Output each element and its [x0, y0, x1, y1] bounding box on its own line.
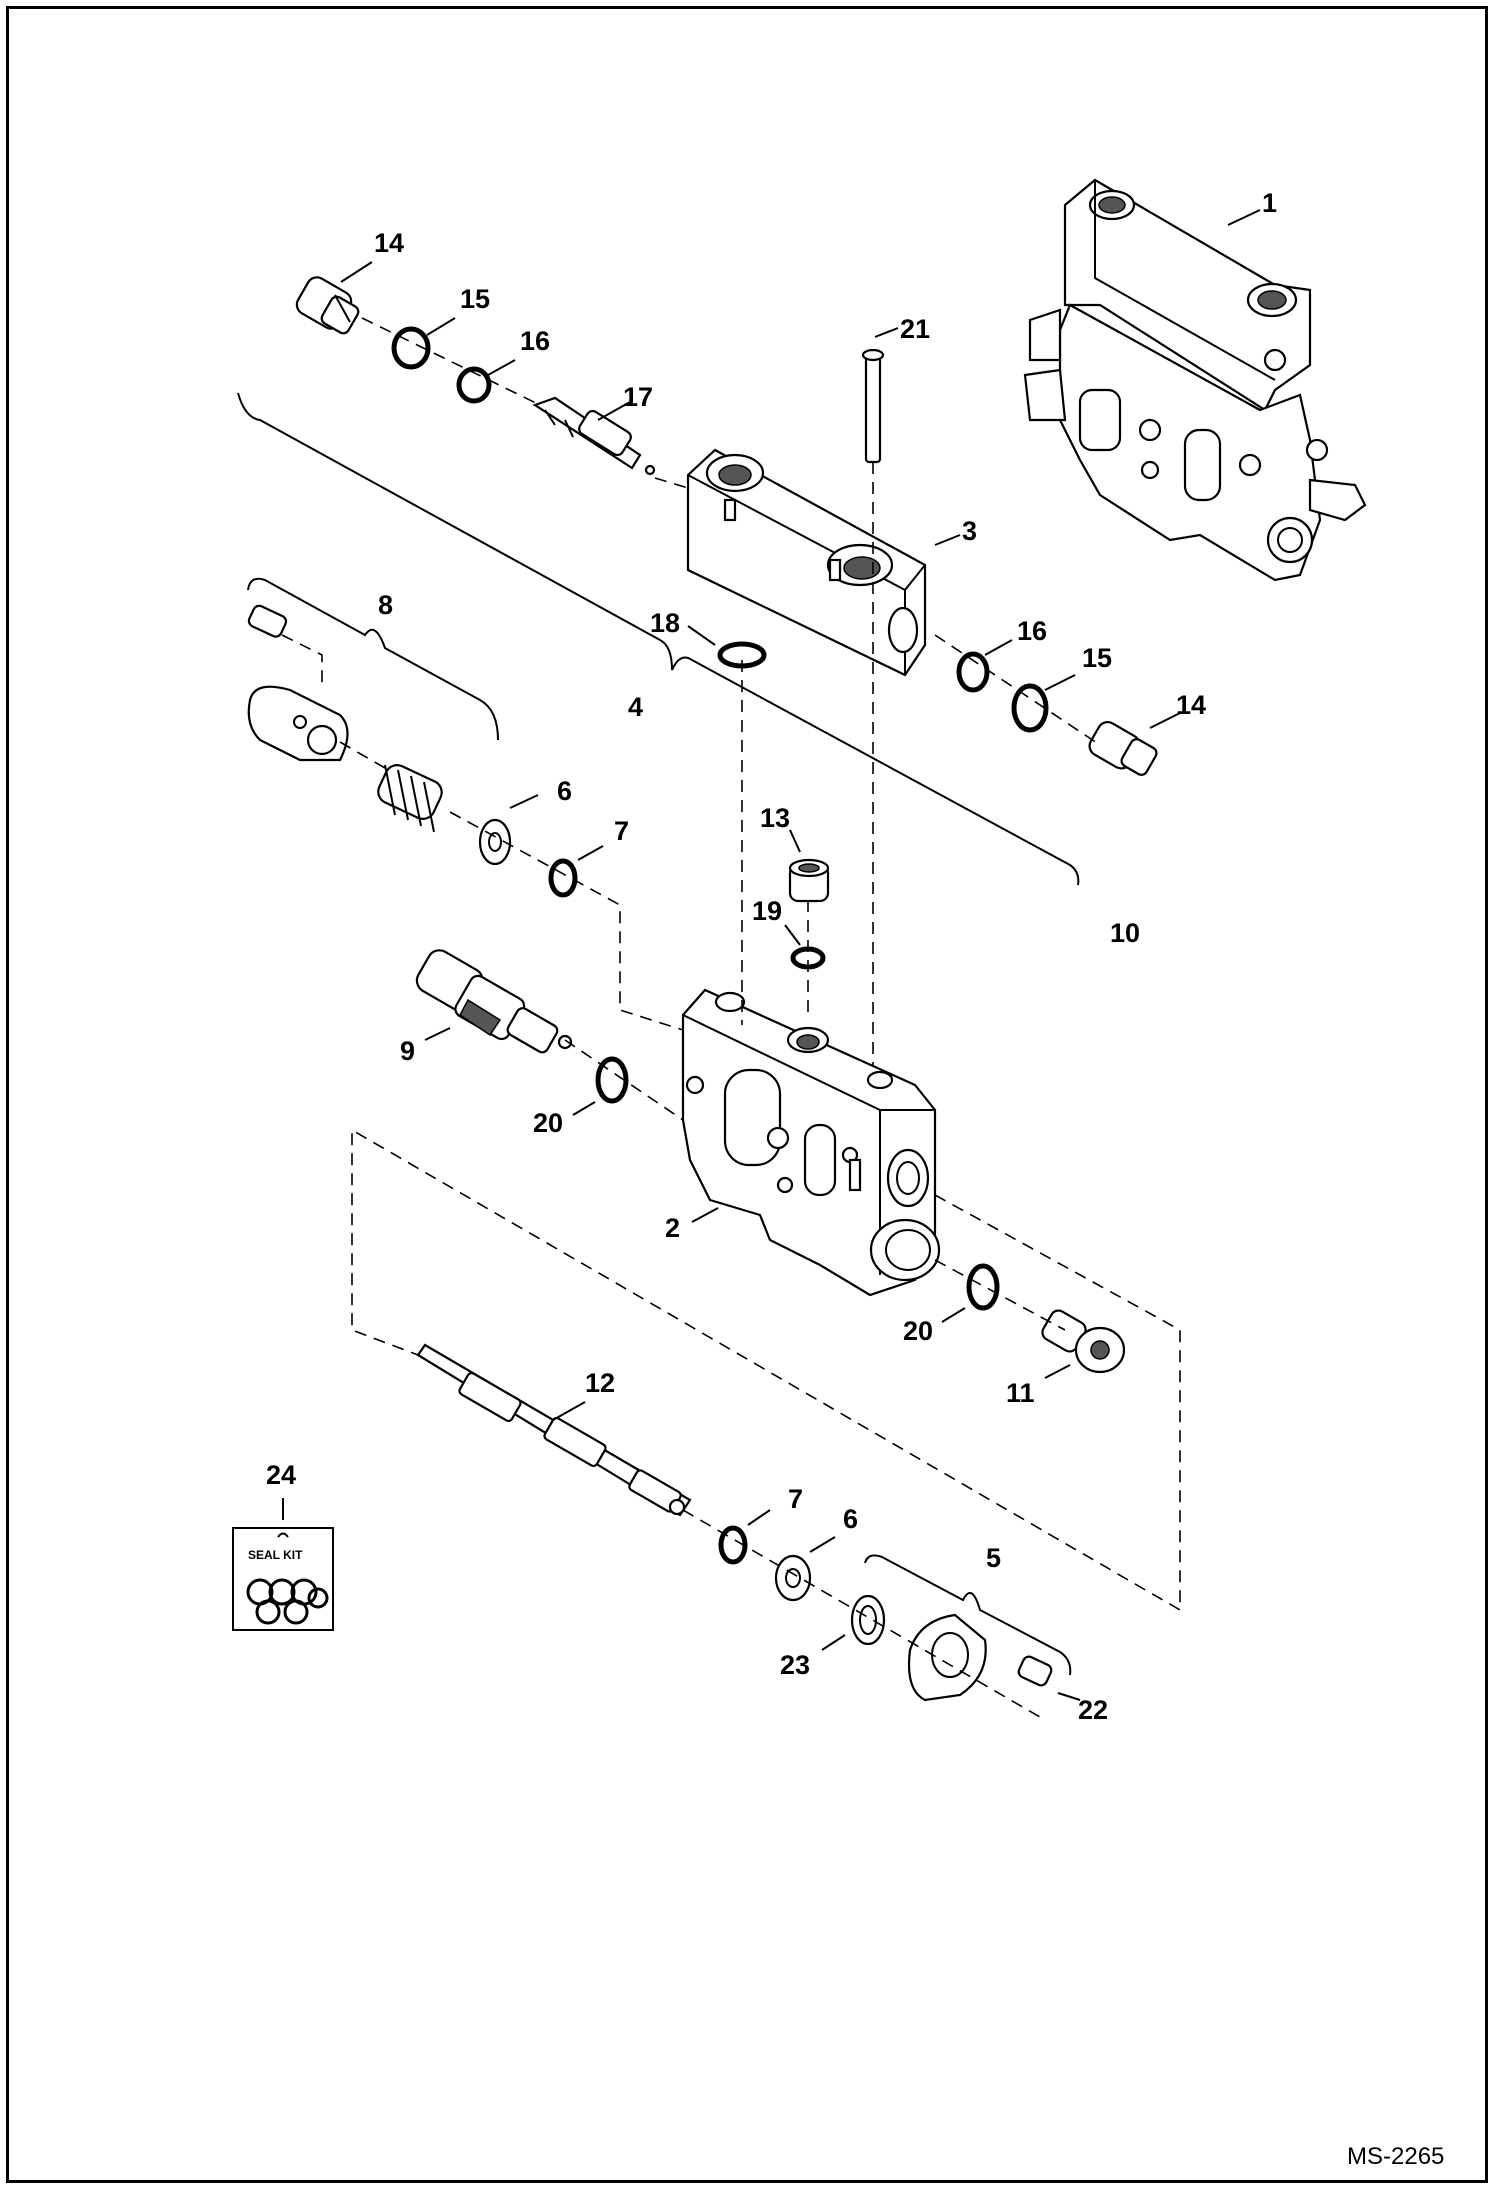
group-braces [237, 392, 1080, 1676]
callout-22: 22 [1078, 1695, 1109, 1725]
callout-19: 19 [752, 896, 783, 926]
callout-6-lower: 6 [843, 1504, 859, 1534]
callout-7-lower: 7 [788, 1484, 804, 1514]
bolt-part-22 [1017, 1655, 1053, 1687]
end-cap-part-5 [907, 1613, 987, 1702]
spool-part-12 [416, 1343, 692, 1517]
plug-part-14-lower [1088, 720, 1158, 776]
seal-kit-label: SEAL KIT [248, 1548, 303, 1562]
plug-part-13 [788, 858, 830, 903]
callout-9: 9 [400, 1036, 416, 1066]
callout-18: 18 [650, 608, 681, 638]
callout-12: 12 [585, 1368, 616, 1398]
callout-17: 17 [623, 382, 654, 412]
callout-20-lower: 20 [903, 1316, 934, 1346]
plug-part-11 [1041, 1309, 1126, 1374]
valve-section-part-3 [686, 448, 927, 677]
valve-body-part-2 [681, 988, 941, 1297]
callout-15-upper: 15 [460, 284, 491, 314]
o-ring-part-16-upper [456, 366, 492, 404]
callout-14-lower: 14 [1176, 690, 1207, 720]
callout-7-upper: 7 [614, 816, 630, 846]
callout-14-upper: 14 [374, 228, 405, 258]
washer-part-6-lower [774, 1554, 812, 1602]
o-ring-part-15-upper [391, 326, 431, 370]
o-ring-part-16-lower [956, 651, 990, 693]
callout-4: 4 [628, 692, 644, 722]
callout-21: 21 [900, 314, 931, 344]
callout-24: 24 [266, 1460, 297, 1490]
callout-23: 23 [780, 1650, 811, 1680]
valve-assembly-part-1 [1023, 178, 1367, 582]
callout-1: 1 [1262, 188, 1278, 218]
o-ring-part-7-upper [548, 858, 578, 898]
callout-8: 8 [378, 590, 394, 620]
o-ring-part-20-upper [595, 1056, 629, 1104]
assembly-lines [281, 317, 1181, 1721]
callout-5: 5 [986, 1543, 1002, 1573]
callout-10: 10 [1110, 918, 1141, 948]
relief-valve-part-9 [415, 949, 573, 1054]
callout-16-upper: 16 [520, 326, 551, 356]
o-ring-part-20-lower [966, 1263, 1000, 1311]
o-ring-part-15-lower [1011, 683, 1049, 733]
callout-15-lower: 15 [1082, 643, 1113, 673]
bolt-part-21 [861, 348, 885, 464]
washer-part-6-upper [478, 818, 512, 866]
callout-3: 3 [962, 516, 978, 546]
callout-2: 2 [665, 1213, 681, 1243]
diagram-frame [6, 6, 1488, 2183]
spring-cap-part-8 [247, 604, 443, 833]
callout-6-upper: 6 [557, 776, 573, 806]
o-rings [391, 326, 1049, 1602]
callout-11: 11 [1006, 1378, 1035, 1408]
diagram-code: MS-2265 [1347, 2143, 1445, 2170]
o-ring-part-7-lower [718, 1525, 748, 1565]
callout-16-lower: 16 [1017, 616, 1048, 646]
callout-20-upper: 20 [533, 1108, 564, 1138]
plug-part-14-upper [295, 276, 360, 335]
leader-lines [282, 209, 1261, 1701]
seal-kit-box-part-24 [232, 1527, 334, 1631]
bushing-part-23 [850, 1594, 886, 1646]
callout-13: 13 [760, 803, 791, 833]
cartridge-part-17 [532, 396, 656, 476]
